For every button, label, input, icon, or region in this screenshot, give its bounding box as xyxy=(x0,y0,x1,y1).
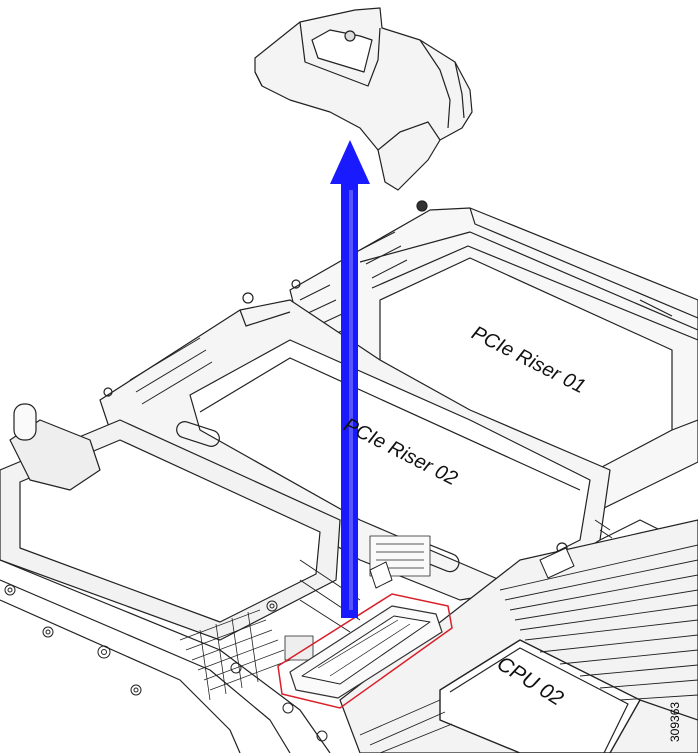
m2-module xyxy=(289,605,443,699)
front-rail-holes xyxy=(4,584,328,742)
air-blocker-cover xyxy=(254,7,473,191)
removal-arrow xyxy=(330,140,370,618)
front-drive-bay xyxy=(0,403,361,753)
figure-id: 309363 xyxy=(668,701,682,742)
m2-highlight-box xyxy=(277,593,453,709)
vent-grille xyxy=(179,609,291,701)
pcie-riser-01-cage xyxy=(289,200,698,511)
latch-and-clip xyxy=(369,519,613,589)
cpu-02-heatsink xyxy=(339,519,698,753)
